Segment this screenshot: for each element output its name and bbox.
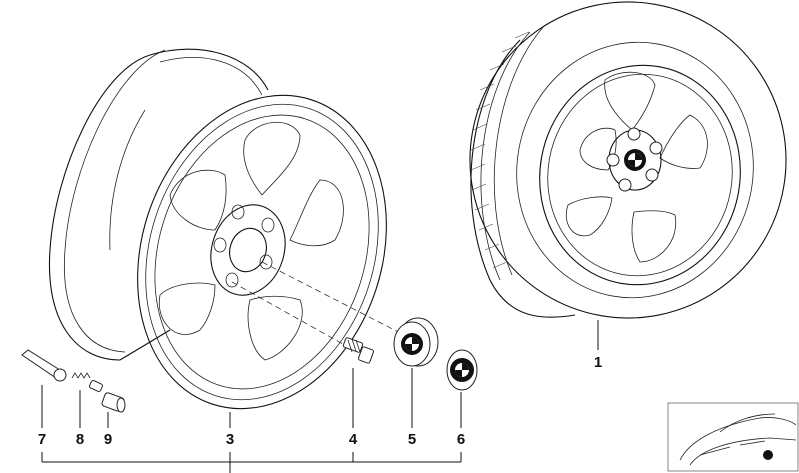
valve-insert-icon [71,372,103,393]
emblem-icon [446,349,478,391]
callout-5: 5 [408,431,416,448]
valve-cap-icon [101,392,126,413]
alloy-rim-illustration [48,48,387,410]
complete-wheel-illustration [469,1,787,319]
assembly-guide-lines [231,261,411,349]
callout-3: 3 [226,431,234,448]
car-thumbnail-icon [667,402,799,472]
callout-9: 9 [104,431,112,448]
callout-4: 4 [349,431,358,448]
callout-1: 1 [594,354,602,371]
leader-lines [41,320,599,473]
valve-stem-icon [21,349,67,382]
wheel-bolt-icon [342,337,374,364]
callout-8: 8 [76,431,84,448]
callout-6: 6 [457,431,465,448]
callout-7: 7 [38,431,46,448]
hub-emblem-icon [624,149,646,171]
hub-cap-icon [393,317,439,367]
